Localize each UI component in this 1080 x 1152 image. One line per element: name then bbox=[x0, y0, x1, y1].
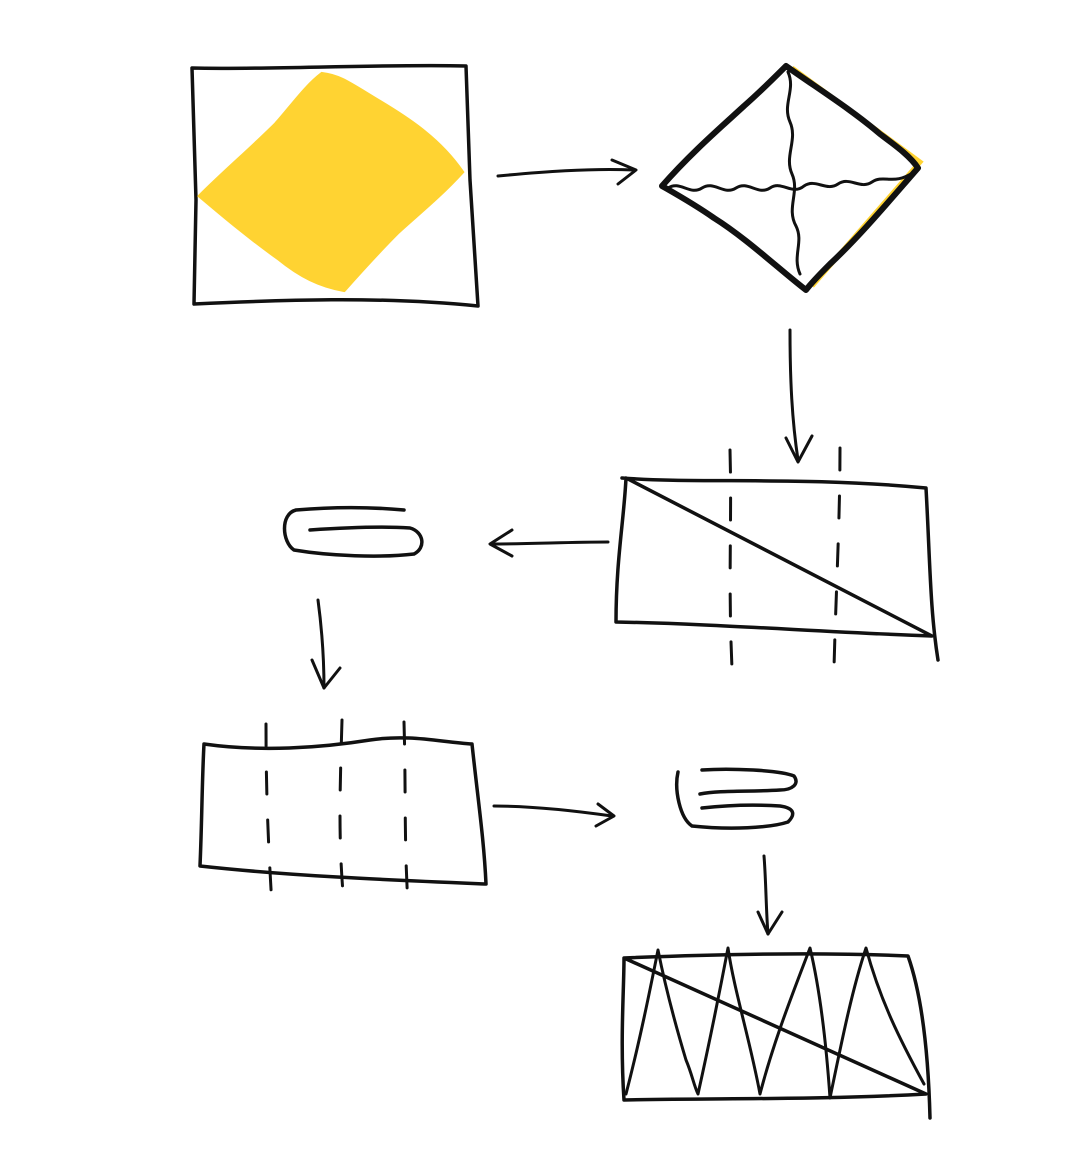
step-6-fold-profile bbox=[675, 767, 798, 830]
step-7-rectangle-outline bbox=[620, 952, 932, 1120]
step-2-diamond-outline bbox=[659, 63, 921, 293]
step-2-vertical-crease bbox=[785, 70, 802, 276]
step-1-square-with-diamond bbox=[190, 63, 480, 308]
step-6-folded-side-view bbox=[675, 767, 798, 830]
step-3-fold-line-2 bbox=[832, 446, 842, 670]
step-1-square-outline bbox=[190, 63, 480, 308]
step-2-diamond-creased bbox=[659, 63, 924, 293]
step-1-yellow-diamond bbox=[197, 71, 465, 293]
arrow-step-3-to-4 bbox=[488, 528, 610, 558]
step-4-folded-side-view bbox=[282, 505, 424, 558]
step-3-rectangle-outline bbox=[614, 476, 940, 662]
arrow-step-1-to-2 bbox=[496, 158, 638, 186]
step-5-rectangle-three-folds bbox=[198, 718, 488, 908]
step-5-fold-line-3 bbox=[402, 720, 410, 906]
step-7-zigzag-line bbox=[624, 946, 926, 1100]
step-2-horizontal-crease bbox=[666, 170, 916, 192]
arrow-step-2-to-3 bbox=[784, 328, 814, 464]
arrow-step-4-to-5 bbox=[310, 598, 342, 690]
arrow-step-6-to-7 bbox=[756, 854, 784, 936]
step-7-zigzag-result bbox=[620, 946, 932, 1120]
step-5-rectangle-outline bbox=[198, 736, 488, 886]
arrow-step-5-to-6 bbox=[492, 802, 616, 828]
step-5-fold-line-2 bbox=[338, 718, 346, 906]
step-5-fold-line-1 bbox=[264, 722, 274, 908]
step-4-fold-profile bbox=[282, 505, 424, 558]
step-3-rectangle-two-folds bbox=[614, 446, 940, 670]
step-3-fold-line-1 bbox=[728, 448, 734, 670]
